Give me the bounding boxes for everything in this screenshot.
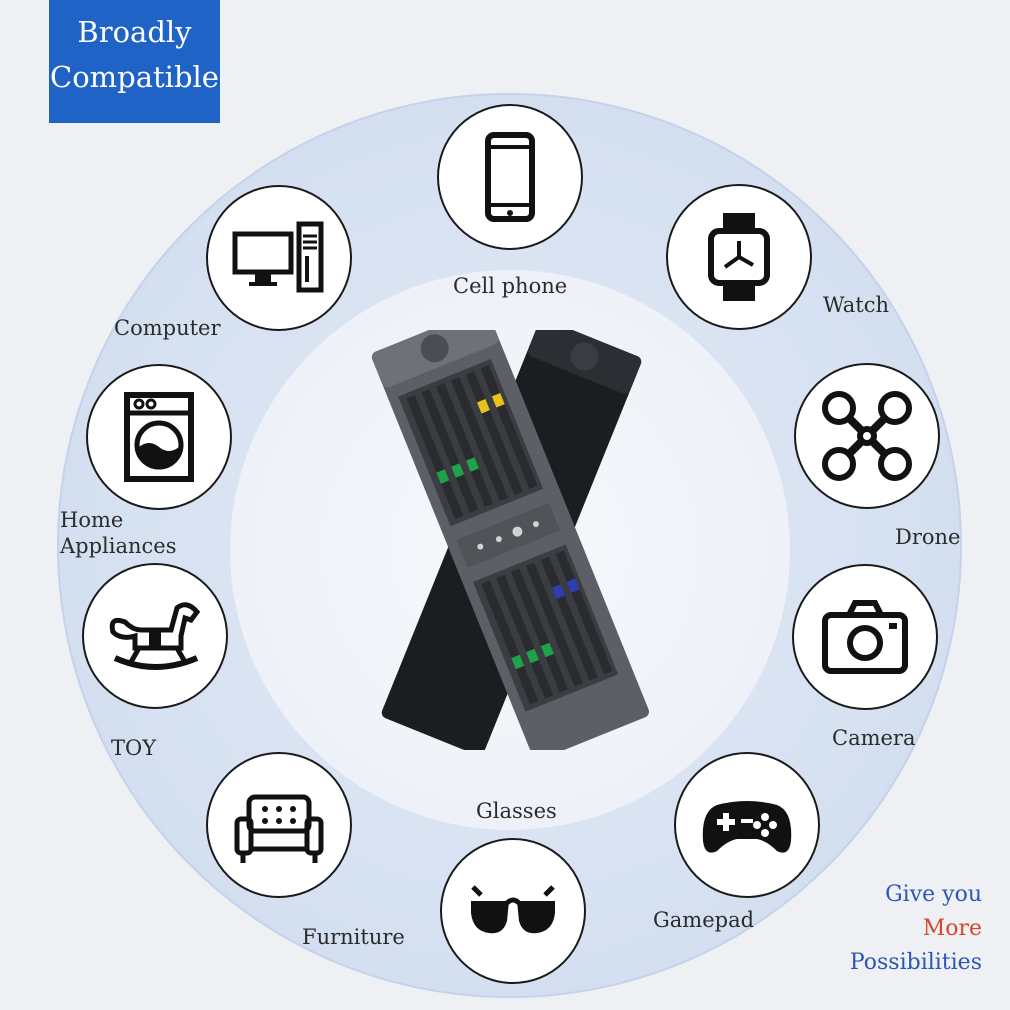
label-home-line-2: Appliances <box>60 534 177 558</box>
label-home-appliances: Home Appliances <box>60 507 177 559</box>
camera-icon <box>822 600 908 674</box>
label-computer: Computer <box>114 316 221 340</box>
tagline: Give you More Possibilities <box>850 878 982 980</box>
sofa-icon-circle <box>206 752 352 898</box>
tagline-line-1: Give you <box>885 882 982 907</box>
label-home-line-1: Home <box>60 508 124 532</box>
camera-icon-circle <box>792 564 938 710</box>
sofa-icon <box>234 794 324 863</box>
rocking-horse-icon-circle <box>82 563 228 709</box>
screwdriver-kit-image <box>355 308 665 761</box>
label-furniture: Furniture <box>302 925 405 949</box>
gamepad-icon-circle <box>674 752 820 898</box>
label-drone: Drone <box>895 525 961 549</box>
label-glasses: Glasses <box>476 799 557 823</box>
cell-phone-icon-circle <box>437 104 583 250</box>
computer-icon <box>232 221 324 293</box>
watch-icon-circle <box>666 184 812 330</box>
label-cell-phone: Cell phone <box>453 274 568 298</box>
tagline-line-2: More <box>922 916 982 941</box>
computer-icon-circle <box>206 185 352 331</box>
glasses-icon-circle <box>440 838 586 984</box>
label-camera: Camera <box>832 726 916 750</box>
drone-icon-circle <box>794 363 940 509</box>
label-gamepad: Gamepad <box>653 908 755 932</box>
washing-machine-icon-circle <box>86 364 232 510</box>
gamepad-icon <box>702 801 792 853</box>
compatibility-badge: Broadly Compatible <box>49 0 220 123</box>
badge-line-2: Compatible <box>50 60 219 94</box>
cell-phone-icon <box>485 132 535 222</box>
tagline-line-3: Possibilities <box>849 950 982 975</box>
washing-machine-icon <box>124 392 194 482</box>
label-watch: Watch <box>823 293 890 317</box>
drone-icon <box>822 391 912 481</box>
watch-icon <box>708 213 770 301</box>
badge-line-1: Broadly <box>77 15 192 49</box>
label-toy: TOY <box>111 736 157 760</box>
glasses-icon <box>471 885 555 934</box>
rocking-horse-icon <box>109 602 201 670</box>
